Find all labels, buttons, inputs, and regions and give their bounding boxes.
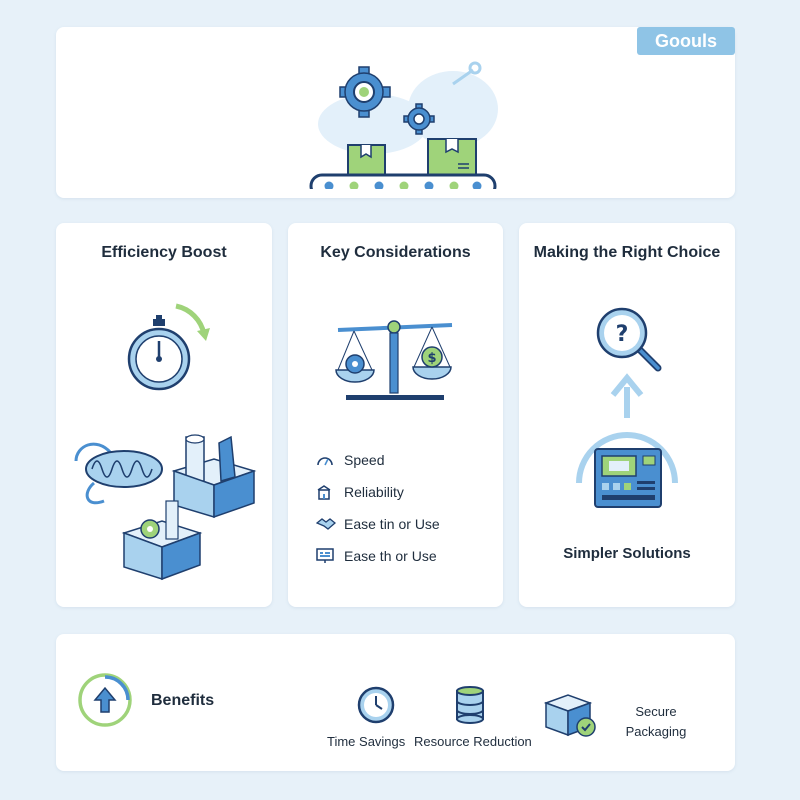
benefit-label: Secure Packaging [625, 704, 687, 739]
efficiency-boost-card: Efficiency Boost [56, 223, 272, 607]
considerations-list: Speed Reliability Ease tin or Use Ease t… [316, 444, 440, 572]
card-title: Efficiency Boost [101, 244, 227, 261]
conveyor-illustration [309, 61, 498, 189]
hero-banner: Goouls [56, 27, 735, 198]
building-icon [316, 484, 344, 500]
open-box-icon [121, 500, 203, 581]
benefits-title: Benefits [151, 692, 215, 709]
list-item-label: Ease th or Use [344, 548, 437, 564]
box-icon [427, 138, 477, 176]
svg-text:$: $ [427, 351, 436, 366]
list-item-label: Reliability [344, 484, 404, 500]
secure-box-icon [543, 694, 596, 737]
benefit-label: Resource Reduction [414, 734, 532, 749]
list-item: Reliability [316, 476, 440, 508]
large-gear-icon [339, 66, 391, 118]
svg-text:?: ? [616, 322, 629, 347]
database-icon [456, 686, 484, 724]
list-item: Ease tin or Use [316, 508, 440, 540]
monitor-icon [316, 548, 344, 564]
card-title: Key Considerations [320, 244, 471, 261]
handshake-icon [316, 517, 344, 531]
small-gear-icon [403, 103, 435, 135]
packaging-supplies-illustration [74, 434, 257, 581]
coil-icon [74, 442, 163, 505]
conveyor-belt [309, 173, 497, 189]
list-item: Ease th or Use [316, 540, 440, 572]
card-title: Making the Right Choice [533, 244, 721, 261]
clock-icon [357, 686, 395, 724]
brand-badge[interactable]: Goouls [637, 27, 735, 55]
making-choice-card: Making the Right Choice ? Simpler Soluti… [519, 223, 735, 607]
list-item-label: Speed [344, 452, 385, 468]
benefit-label: Time Savings [327, 734, 406, 749]
open-box-icon [171, 434, 257, 519]
list-item: Speed [316, 444, 440, 476]
magnifier-question-icon: ? [596, 307, 662, 372]
box-icon [347, 144, 386, 176]
speedometer-icon [316, 452, 344, 468]
key-considerations-card: Key Considerations $ Speed Reliability [288, 223, 503, 607]
stopwatch-icon [127, 303, 210, 391]
balance-scale-icon: $ [335, 320, 453, 400]
choice-caption: Simpler Solutions [563, 545, 691, 562]
machine-icon [594, 448, 662, 508]
benefits-section: Benefits Time Savings Resource Reduction… [56, 634, 735, 771]
list-item-label: Ease tin or Use [344, 516, 440, 532]
arrow-up-circle-icon [78, 673, 132, 727]
wrench-icon [452, 61, 482, 86]
vending-machine-cycle-illustration [576, 373, 678, 508]
